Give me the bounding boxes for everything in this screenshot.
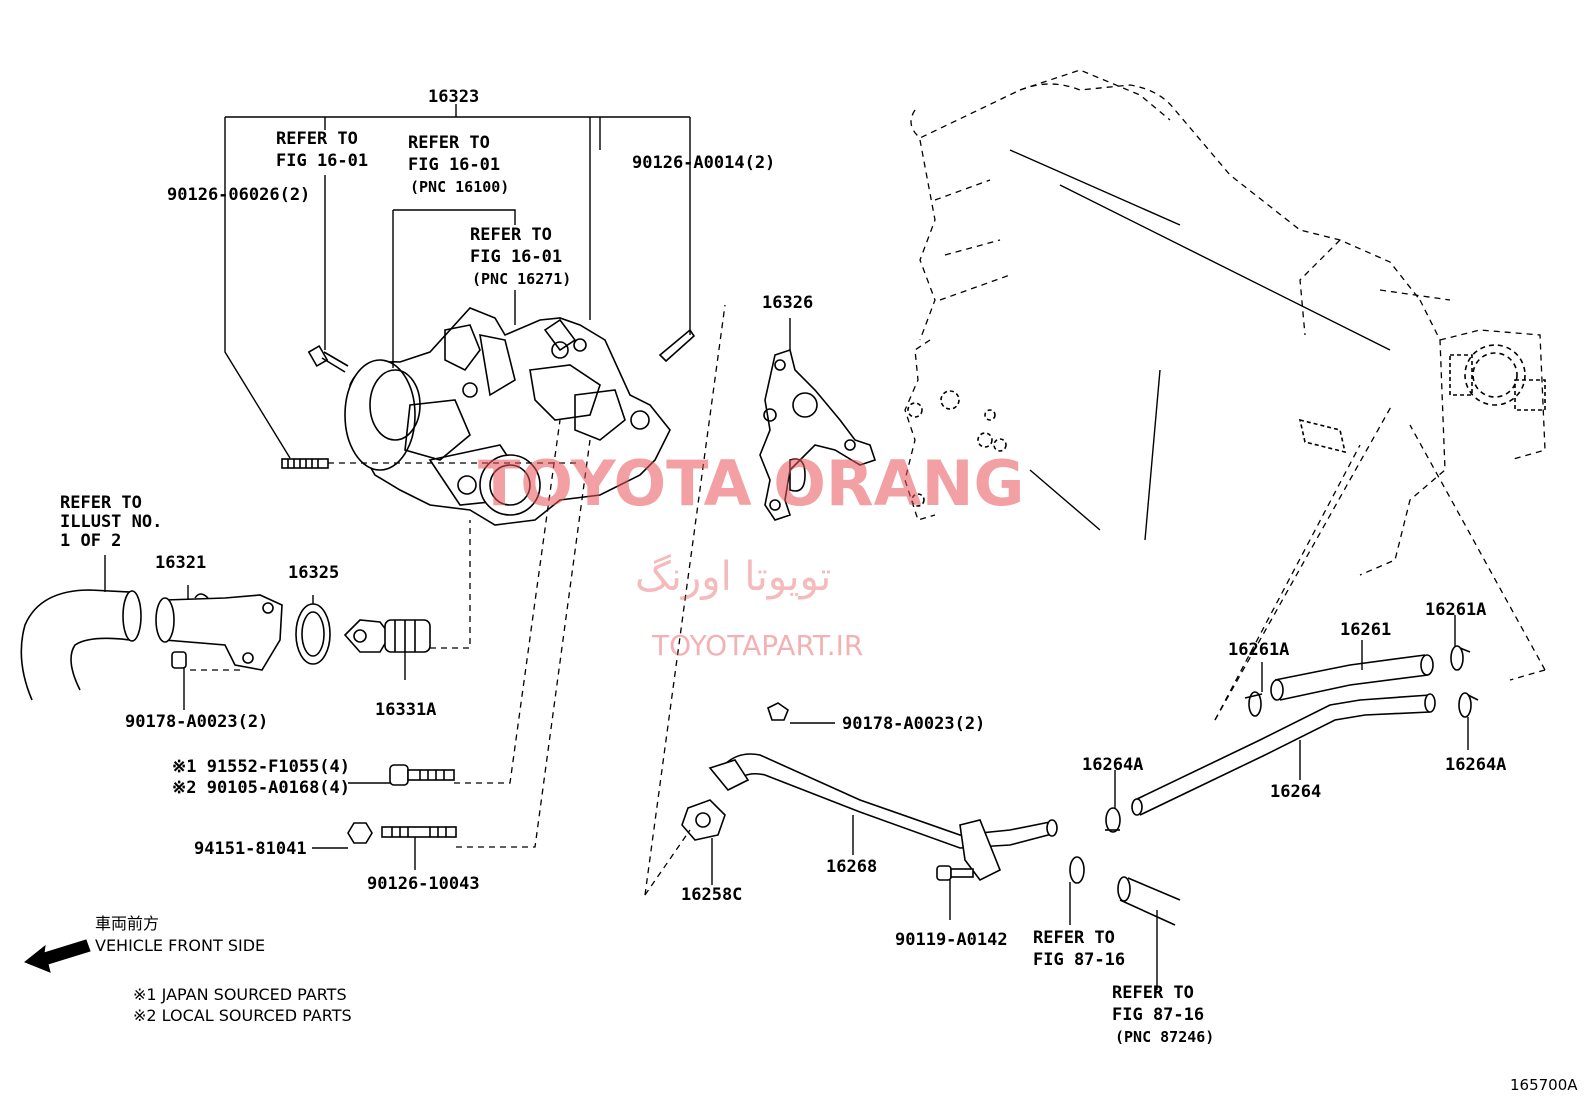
heater-hose-ref: [1117, 876, 1181, 926]
ref-illust-line3: 1 OF 2: [60, 531, 121, 551]
bypass-pipe-16268: [708, 753, 1058, 882]
gasket-16326: [759, 348, 877, 521]
water-pump-assembly: [281, 307, 696, 526]
ref-87b-line1: REFER TO: [1112, 983, 1194, 1003]
water-inlet-16321: [155, 593, 283, 671]
leader-lines: [104, 104, 1469, 990]
radiator-hose-ref: [20, 589, 142, 701]
label-16268: 16268: [826, 857, 877, 877]
label-16323: 16323: [428, 87, 479, 107]
label-16261A-right: 16261A: [1425, 600, 1486, 620]
part-labels: 16323 REFER TO FIG 16-01 REFER TO FIG 16…: [60, 87, 1506, 1046]
ref-a-line2: FIG 16-01: [276, 151, 368, 171]
vehicle-front-en: VEHICLE FRONT SIDE: [95, 936, 265, 955]
watermark-latin: TOYOTA ORANG: [478, 447, 1024, 520]
stud-90126-10043: [381, 826, 457, 838]
label-16264A-left: 16264A: [1082, 755, 1143, 775]
ref-illust-line1: REFER TO: [60, 493, 142, 513]
bolt-90119: [936, 865, 974, 881]
label-16331A: 16331A: [375, 700, 436, 720]
bolt-top-left: [307, 344, 349, 373]
nut-90178-left: [171, 651, 187, 669]
label-90126-10043: 90126-10043: [367, 874, 480, 894]
watermark-site: TOYOTAPART.IR: [651, 629, 863, 662]
label-90178-left: 90178-A0023(2): [125, 712, 268, 732]
ref-b-line3: (PNC 16100): [410, 178, 509, 196]
label-16261: 16261: [1340, 620, 1391, 640]
engine-block-outline: [904, 69, 1546, 576]
label-16264A-right: 16264A: [1445, 755, 1506, 775]
stud-top-right: [658, 328, 696, 363]
gasket-ring-16325: [295, 603, 331, 665]
ref-b-line2: FIG 16-01: [408, 155, 500, 175]
ref-87-line2: FIG 87-16: [1033, 950, 1125, 970]
label-91552: ※1 91552-F1055(4): [172, 757, 350, 777]
arrow-left-icon: [24, 939, 91, 973]
thermostat-16331A: [343, 619, 431, 653]
nut-94151: [347, 822, 373, 844]
label-16325: 16325: [288, 563, 339, 583]
label-94151: 94151-81041: [194, 839, 307, 859]
ref-b-line1: REFER TO: [408, 133, 490, 153]
vehicle-front-indicator: 車両前方 VEHICLE FRONT SIDE: [24, 914, 265, 973]
clamp-16261A-left: [1244, 691, 1263, 717]
ref-87b-line3: (PNC 87246): [1115, 1028, 1214, 1046]
label-16321: 16321: [155, 553, 206, 573]
clamp-16264A-right: [1458, 692, 1479, 718]
label-16326: 16326: [762, 293, 813, 313]
label-16258C: 16258C: [681, 885, 742, 905]
bolt-91552: [389, 764, 455, 786]
dashed-alignment-lines: [190, 304, 1546, 896]
vehicle-front-jp: 車両前方: [95, 914, 159, 933]
label-90119: 90119-A0142: [895, 930, 1008, 950]
legend: ※1 JAPAN SOURCED PARTS ※2 LOCAL SOURCED …: [133, 985, 352, 1025]
gasket-16258C: [681, 799, 726, 841]
label-90105: ※2 90105-A0168(4): [172, 778, 350, 798]
watermark-persian: تویوتا اورنگ: [635, 554, 831, 600]
legend-local: ※2 LOCAL SOURCED PARTS: [133, 1006, 352, 1025]
hose-16261: [1270, 654, 1434, 701]
ref-87b-line2: FIG 87-16: [1112, 1005, 1204, 1025]
figure-code: 165700A: [1510, 1076, 1578, 1094]
ref-87-line1: REFER TO: [1033, 928, 1115, 948]
ref-c-line3: (PNC 16271): [472, 270, 571, 288]
clamp-16261A-right: [1450, 645, 1471, 671]
label-16261A-left: 16261A: [1228, 640, 1289, 660]
ref-c-line1: REFER TO: [470, 225, 552, 245]
label-90178-right: 90178-A0023(2): [842, 714, 985, 734]
ref-c-line2: FIG 16-01: [470, 247, 562, 267]
watermark: TOYOTA ORANG تویوتا اورنگ TOYOTAPART.IR: [478, 447, 1024, 662]
hose-16264: [1131, 693, 1436, 816]
label-90126-06026: 90126-06026(2): [167, 185, 310, 205]
label-16264: 16264: [1270, 782, 1321, 802]
stud-left: [281, 458, 329, 469]
clamp-87-16: [1069, 856, 1085, 884]
clamp-16264A-left: [1105, 807, 1121, 833]
label-90126-A0014: 90126-A0014(2): [632, 153, 775, 173]
nut-90178-right: [767, 702, 789, 721]
ref-a-line1: REFER TO: [276, 129, 358, 149]
ref-illust-line2: ILLUST NO.: [60, 512, 162, 532]
legend-japan: ※1 JAPAN SOURCED PARTS: [133, 985, 347, 1004]
